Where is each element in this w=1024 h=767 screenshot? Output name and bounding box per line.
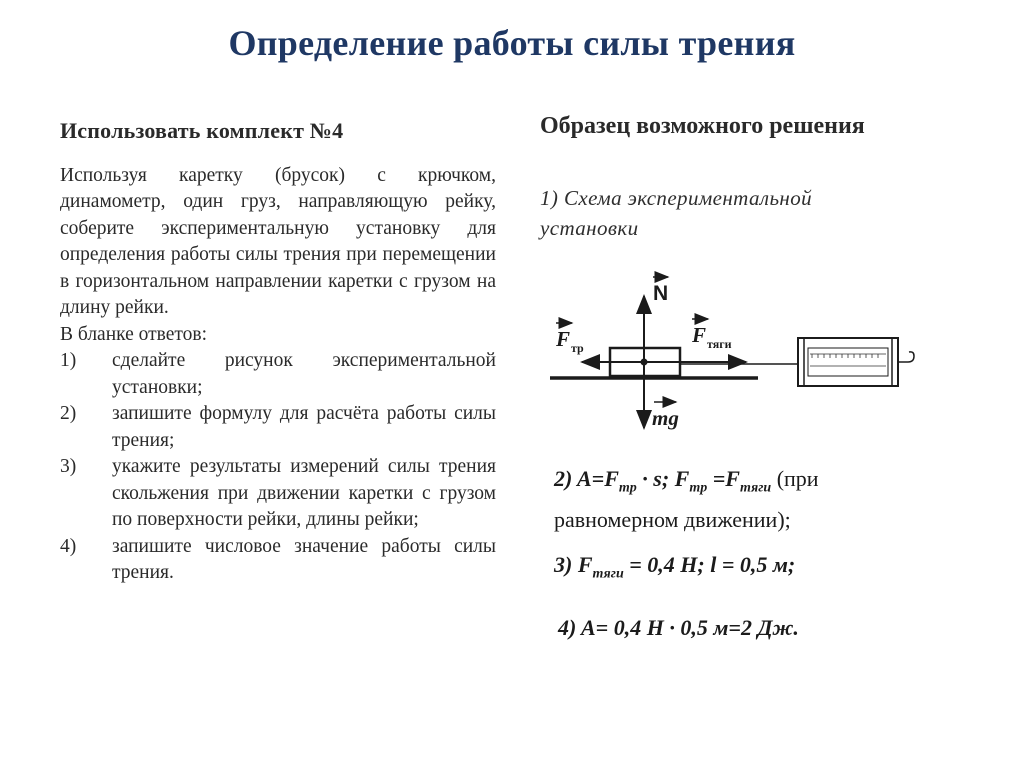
task-column: Использовать комплект №4 Используя карет… xyxy=(60,118,496,587)
task-item-number: 1) xyxy=(60,350,77,371)
task-item-text: запишите числовое значение работы силы т… xyxy=(112,535,496,584)
task-item: 4) запишите числовое значение работы сил… xyxy=(60,534,496,587)
traction-subscript: тяги xyxy=(707,337,732,351)
task-item: 2) запишите формулу для расчёта работы с… xyxy=(60,401,496,454)
friction-subscript: тр xyxy=(571,341,584,355)
answer-formula-note: равномерном движении); xyxy=(554,507,791,533)
task-item: 1) сделайте рисунок экспериментальной ус… xyxy=(60,348,496,401)
task-intro: Используя каретку (брусок) с крючком, ди… xyxy=(60,164,496,319)
task-item-text: сделайте рисунок экспериментальной устан… xyxy=(112,350,496,398)
friction-label: F xyxy=(555,327,570,351)
answer-result: 4) A= 0,4 Н · 0,5 м=2 Дж. xyxy=(558,615,799,640)
solution-column: Образец возможного решения xyxy=(540,113,990,140)
gravity-label: mg xyxy=(652,406,679,430)
answer-measurements: 3) Fтяги = 0,4 Н; l = 0,5 м; xyxy=(554,552,796,582)
answer-formula: 2) A=Fтр · s; Fтр =Fтяги (при равномерно… xyxy=(554,466,819,533)
page-title: Определение работы силы трения xyxy=(228,23,796,63)
normal-force-label: N xyxy=(653,282,668,305)
task-item-number: 4) xyxy=(60,535,77,557)
task-item-number: 2) xyxy=(60,403,77,424)
task-item: 3) укажите результаты измерений силы тре… xyxy=(60,454,496,534)
answer-sheet-label: В бланке ответов: xyxy=(60,323,208,345)
scheme-caption: 1) Схема экспериментальной установки xyxy=(540,186,813,240)
traction-label: F xyxy=(691,323,706,347)
task-item-text: запишите формулу для расчёта работы силы… xyxy=(112,403,496,451)
task-heading: Использовать комплект №4 xyxy=(60,118,344,143)
dynamometer xyxy=(797,337,915,387)
task-list: 1) сделайте рисунок экспериментальной ус… xyxy=(60,348,496,587)
solution-heading: Образец возможного решения xyxy=(540,113,865,139)
task-item-text: укажите результаты измерений силы трения… xyxy=(112,456,496,530)
setup-diagram: N F тр F тяги mg xyxy=(550,271,915,430)
task-item-number: 3) xyxy=(60,456,77,477)
